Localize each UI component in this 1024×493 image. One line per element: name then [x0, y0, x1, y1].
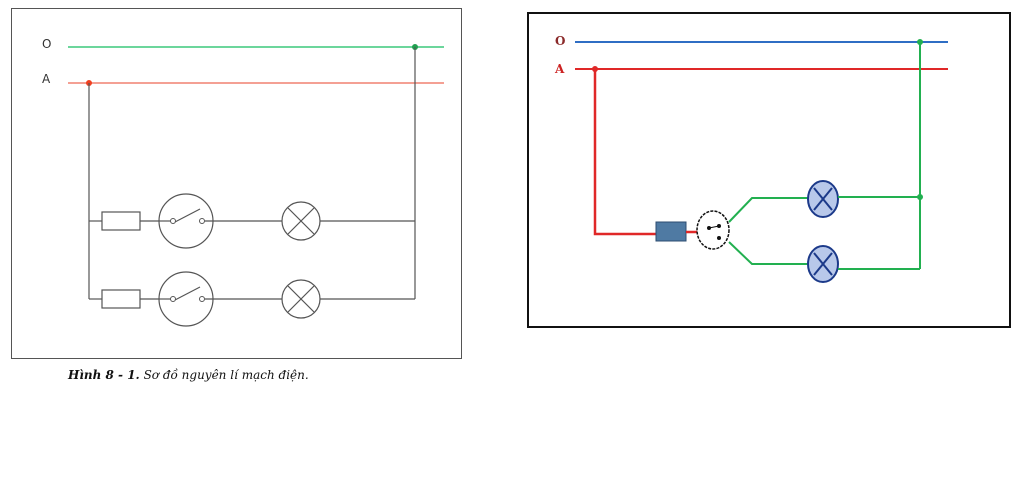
switch-contact — [717, 236, 721, 240]
branch-1 — [89, 193, 415, 249]
figure-label: Hình 8 - 1. — [68, 368, 140, 382]
lamp-cross — [287, 285, 315, 313]
circuit-schematic-left: O A — [11, 8, 462, 359]
lamp-cross — [813, 187, 833, 211]
double-switch-icon — [696, 210, 730, 250]
lamp-cross — [813, 252, 833, 276]
switch-lever — [174, 208, 201, 223]
line-o-label: O — [42, 37, 51, 51]
switch-contact — [199, 296, 205, 302]
phase-wire — [593, 69, 656, 236]
line-o-label: O — [555, 34, 565, 48]
fuse-icon — [101, 211, 141, 231]
green-wire-upper — [728, 197, 811, 223]
switch-lever — [708, 225, 720, 229]
branch-2 — [89, 271, 415, 327]
figure-caption: Hình 8 - 1. Sơ đồ nguyên lí mạch điện. — [68, 368, 428, 382]
wiring-diagram-right: O A — [527, 12, 1011, 328]
switch-contact — [199, 218, 205, 224]
green-wire-lower — [728, 241, 811, 265]
line-a-label: A — [42, 72, 51, 86]
lamp-cross — [287, 207, 315, 235]
switch-contact — [170, 296, 176, 302]
junction-dot — [917, 194, 923, 200]
wiring-svg: O A — [554, 34, 948, 283]
fuse-icon — [101, 289, 141, 309]
switch-contact — [170, 218, 176, 224]
schematic-svg: O A — [42, 37, 444, 327]
fuse-icon — [655, 221, 687, 242]
line-a-label: A — [554, 62, 565, 76]
switch-lever — [174, 286, 201, 301]
caption-text: Sơ đồ nguyên lí mạch điện. — [139, 368, 309, 382]
